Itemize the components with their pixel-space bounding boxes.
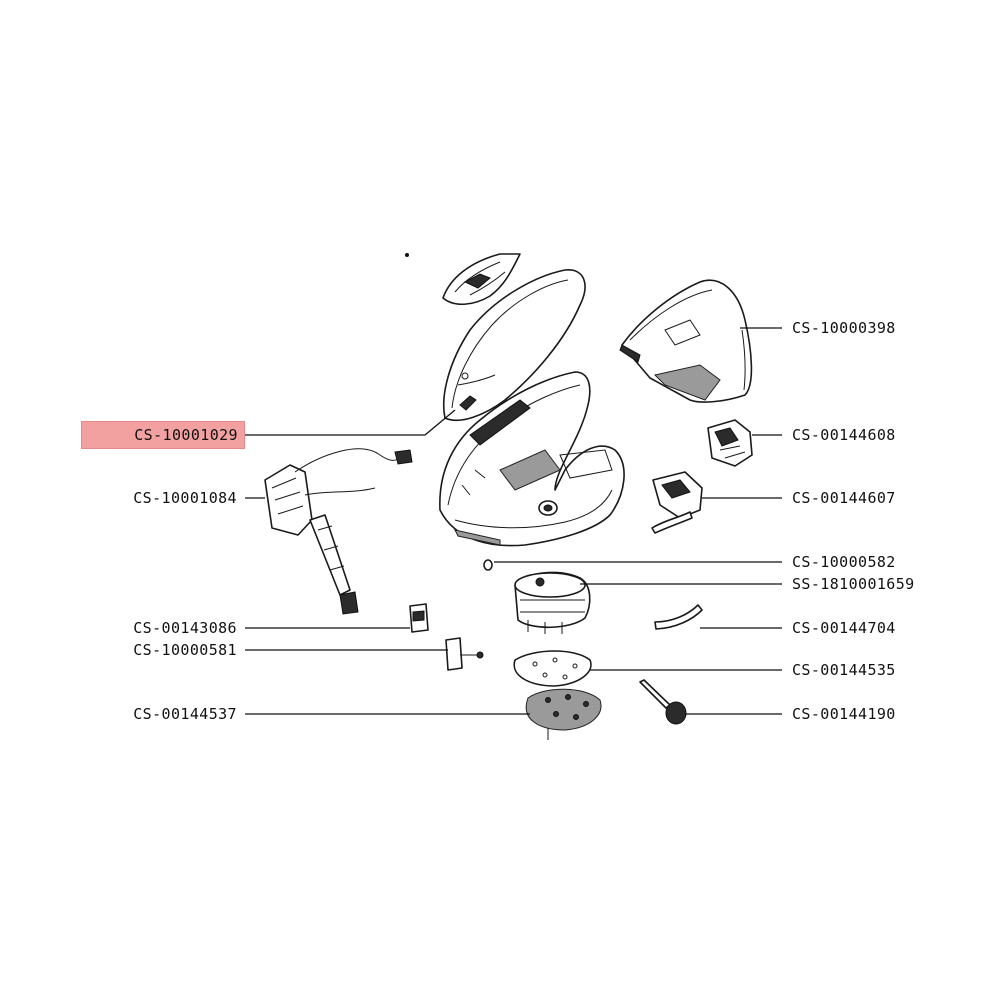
upper-shell-part: [442, 269, 586, 422]
callout-cs-00144607: CS-00144607: [792, 489, 896, 507]
valve-part: [445, 637, 484, 671]
thermostat-part: [651, 471, 703, 534]
callout-cs-00144535: CS-00144535: [792, 661, 896, 679]
callout-cs-00144704: CS-00144704: [792, 619, 896, 637]
callout-cs-10001084: CS-10001084: [133, 489, 237, 507]
callout-cs-00144190: CS-00144190: [792, 705, 896, 723]
reference-dot: [405, 253, 409, 257]
boiler-part: [514, 571, 591, 634]
grommet-part: [483, 559, 493, 571]
rear-housing-part: [619, 279, 753, 403]
leader-lines: [245, 327, 782, 715]
callout-cs-00144608: CS-00144608: [792, 426, 896, 444]
gasket-part: [513, 650, 592, 687]
hose-part: [654, 604, 703, 630]
wiring-harness-part: [264, 448, 413, 615]
callout-cs-10000581: CS-10000581: [133, 641, 237, 659]
iron-top-part: [442, 253, 521, 305]
knob-part: [639, 679, 687, 725]
callout-ss-1810001659: SS-1810001659: [792, 575, 915, 593]
main-base-part: [439, 371, 625, 547]
callout-cs-00143086: CS-00143086: [133, 619, 237, 637]
callout-cs-10000582: CS-10000582: [792, 553, 896, 571]
connector-part: [409, 603, 429, 633]
callout-cs-10000398: CS-10000398: [792, 319, 896, 337]
switch-part: [707, 419, 753, 467]
heating-plate-part: [525, 688, 602, 740]
callout-cs-00144537: CS-00144537: [133, 705, 237, 723]
callout-cs-10001029-highlighted[interactable]: CS-10001029: [81, 421, 245, 449]
